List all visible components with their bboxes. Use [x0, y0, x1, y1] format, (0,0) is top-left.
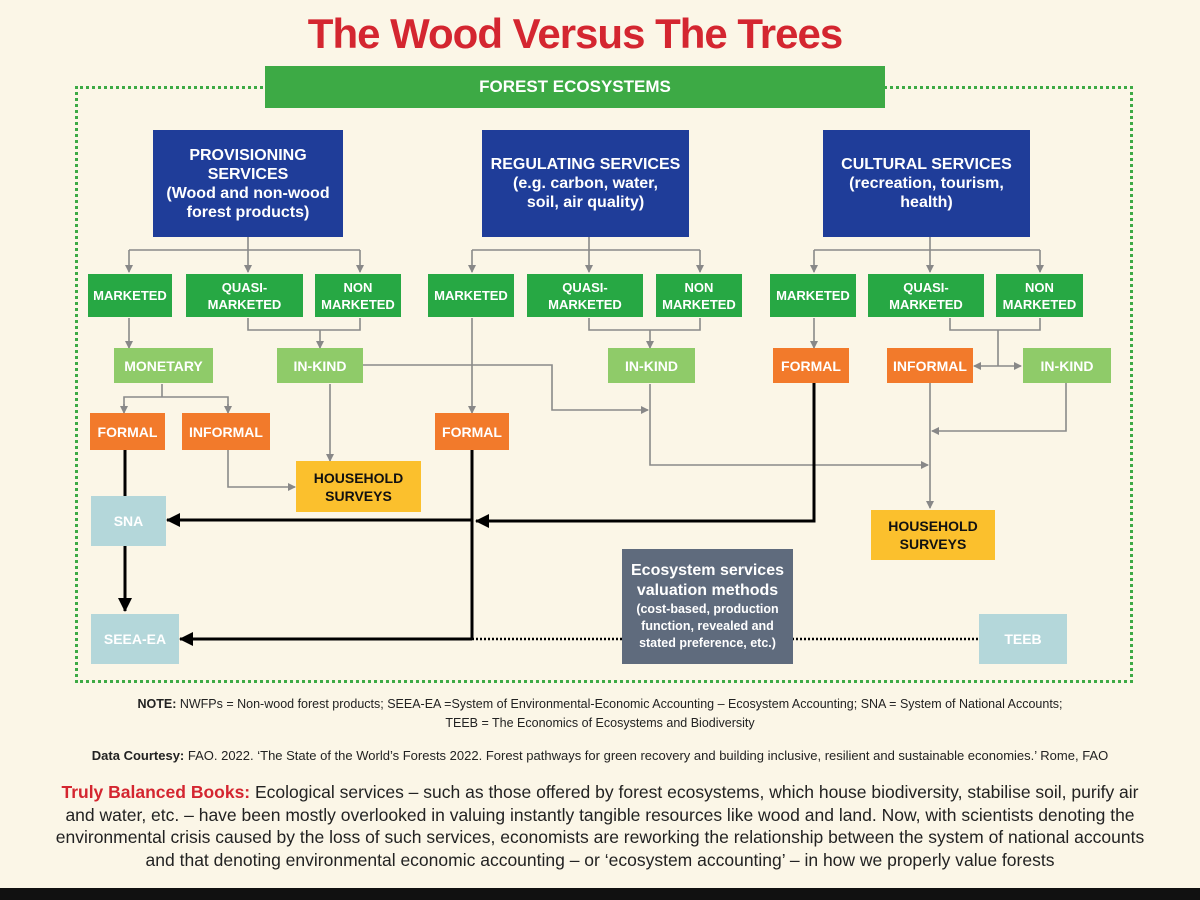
prov-informal-box: INFORMAL	[182, 413, 270, 450]
note-line-1: NWFPs = Non-wood forest products; SEEA-E…	[176, 697, 1063, 711]
regulating-desc-2: soil, air quality)	[526, 194, 645, 211]
regulating-desc-1: (e.g. carbon, water,	[513, 175, 658, 192]
prov-non-marketed-label: MARKETED	[321, 296, 395, 312]
regulating-title: REGULATING SERVICES	[490, 156, 681, 173]
prov-non-label: NON	[343, 279, 373, 295]
connector-prov-quasi-join	[247, 318, 361, 331]
reg-non-marketed-label: MARKETED	[662, 296, 736, 312]
cultural-desc-1: (recreation, tourism,	[849, 175, 1004, 192]
courtesy-label: Data Courtesy:	[91, 748, 185, 763]
connector-monetary-split	[123, 384, 229, 412]
cul-in-kind-box: IN-KIND	[1023, 348, 1111, 383]
prov-non-marketed-box: NON MARKETED	[315, 274, 401, 317]
cultural-services-box: CULTURAL SERVICES (recreation, tourism, …	[823, 130, 1030, 237]
cul-quasi-marketed-box: QUASI-MARKETED	[868, 274, 984, 317]
reg-marketed-box: MARKETED	[428, 274, 514, 317]
valuation-title-1: Ecosystem services	[631, 562, 784, 579]
connector-cul-quasi-join	[949, 318, 1041, 331]
monetary-box: MONETARY	[114, 348, 213, 383]
connector-informal-to-surveys	[227, 450, 296, 491]
valuation-title-2: valuation methods	[636, 582, 779, 599]
cul-surveys-label: SURVEYS	[899, 536, 967, 552]
reg-non-label: NON	[684, 279, 714, 295]
page-title: The Wood Versus The Trees	[307, 10, 843, 57]
regulating-services-box: REGULATING SERVICES (e.g. carbon, water,…	[482, 130, 689, 237]
connector-inkind-return	[931, 382, 1067, 435]
cul-non-marketed-label: MARKETED	[1002, 296, 1077, 312]
prov-household-surveys-box: HOUSEHOLD SURVEYS	[296, 461, 421, 512]
cul-informal-box: INFORMAL	[887, 348, 973, 383]
connector-reg-quasi-join	[588, 318, 701, 331]
valuation-methods-box: Ecosystem services valuation methods (co…	[622, 549, 793, 664]
provisioning-services-box: PROVISIONING SERVICES (Wood and non-wood…	[153, 130, 343, 237]
seea-ea-box: SEEA-EA	[91, 614, 179, 664]
summary-text: Ecological services – such as those offe…	[55, 782, 1145, 870]
prov-surveys-label: SURVEYS	[325, 487, 392, 504]
sna-box: SNA	[91, 496, 166, 546]
provisioning-desc-2: forest products)	[186, 203, 310, 221]
cul-non-label: NON	[1025, 279, 1054, 295]
note-label: NOTE:	[137, 697, 177, 711]
reg-quasi-marketed-box: QUASI-MARKETED	[527, 274, 643, 317]
cul-household-surveys-box: HOUSEHOLD SURVEYS	[871, 510, 995, 560]
connector-reg-inkind-to-surveys	[649, 384, 929, 469]
cul-marketed-box: MARKETED	[770, 274, 856, 317]
prov-formal-box: FORMAL	[90, 413, 165, 450]
reg-non-marketed-box: NON MARKETED	[656, 274, 742, 317]
prov-marketed-box: MARKETED	[88, 274, 172, 317]
cultural-desc-2: health)	[900, 194, 953, 211]
summary-label: Truly Balanced Books:	[61, 782, 251, 802]
cultural-title: CULTURAL SERVICES	[841, 156, 1012, 173]
valuation-desc-1: (cost-based, production	[636, 602, 779, 616]
provisioning-desc-1: (Wood and non-wood	[166, 184, 330, 202]
cul-formal-box: FORMAL	[773, 348, 849, 383]
cul-household-label: HOUSEHOLD	[888, 518, 978, 534]
note-line-2: TEEB = The Economics of Ecosystems and B…	[445, 716, 755, 730]
data-courtesy: Data Courtesy: FAO. 2022. ‘The State of …	[30, 748, 1170, 763]
provisioning-title: PROVISIONING SERVICES	[189, 146, 307, 183]
valuation-desc-3: stated preference, etc.)	[639, 636, 776, 650]
prov-in-kind-box: IN-KIND	[277, 348, 363, 383]
courtesy-text: FAO. 2022. ‘The State of the World’s For…	[184, 748, 1109, 763]
valuation-desc-2: function, revealed and	[641, 619, 774, 633]
bottom-bar	[0, 888, 1200, 900]
note-text: NOTE: NWFPs = Non-wood forest products; …	[30, 695, 1170, 733]
prov-quasi-marketed-box: QUASI-MARKETED	[186, 274, 303, 317]
summary-paragraph: Truly Balanced Books: Ecological service…	[45, 781, 1155, 871]
prov-household-label: HOUSEHOLD	[313, 469, 404, 486]
reg-formal-box: FORMAL	[435, 413, 509, 450]
teeb-box: TEEB	[979, 614, 1067, 664]
cul-non-marketed-box: NON MARKETED	[996, 274, 1083, 317]
forest-ecosystems-header: FOREST ECOSYSTEMS	[265, 66, 885, 108]
connector-cul-formal-to-sna	[475, 382, 816, 528]
connector-inkind-to-regulating	[362, 364, 649, 414]
reg-in-kind-box: IN-KIND	[608, 348, 695, 383]
